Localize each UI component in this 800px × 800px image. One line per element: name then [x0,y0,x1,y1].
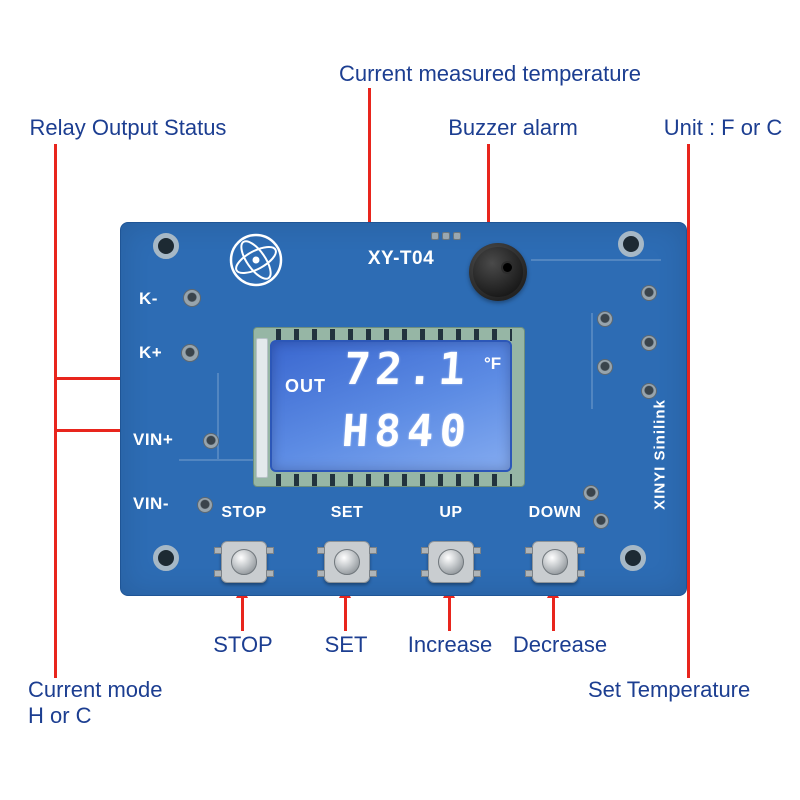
model-number: XY-T04 [367,248,435,269]
label-set-temperature: Set Temperature [588,677,751,702]
button-cap [438,549,464,575]
buzzer [469,243,527,301]
solder-pad [442,232,450,240]
button-leg [369,570,377,577]
mounting-hole [153,233,179,259]
up-button[interactable] [421,541,481,583]
measured-temperature-value: 72.1 [342,344,472,395]
button-leg [421,547,429,554]
terminal-vin-plus: VIN+ [133,430,174,449]
button-leg [577,570,585,577]
terminal-vin-minus: VIN- [133,494,169,513]
callout-line-left-vertical [54,144,57,678]
button-leg [369,547,377,554]
pcb-board: XY-T04 K- K+ VIN+ VIN- OUT 72.1 °F H840 [120,222,687,596]
button-cap [542,549,568,575]
board-label-stop: STOP [221,504,267,521]
button-cap [231,549,257,575]
unit-indicator: °F [484,354,502,373]
label-buzzer-alarm: Buzzer alarm [448,115,578,140]
callout-line-increase [448,595,451,631]
callout-line-buzzer [487,144,490,238]
callout-line-set [344,595,347,631]
buzzer-hole [503,263,512,272]
lcd-metal-clip [256,338,268,478]
callout-line-right-vertical [687,144,690,678]
mounting-hole [620,545,646,571]
button-leg [473,570,481,577]
callout-line-stop [241,595,244,631]
button-leg [317,547,325,554]
solder-pad [453,232,461,240]
button-leg [525,570,533,577]
relay-output-indicator: OUT [285,376,326,396]
button-leg [266,570,274,577]
label-current-mode: Current mode [28,677,163,702]
lcd-module: OUT 72.1 °F H840 [253,327,525,487]
label-stop: STOP [213,632,273,657]
label-increase: Increase [407,632,493,657]
brand-logo-icon [229,233,283,287]
label-unit-f-or-c: Unit : F or C [663,115,783,140]
button-leg [421,570,429,577]
solder-pad [431,232,439,240]
mode-and-set-temperature-value: H840 [340,406,474,457]
solder-pad [583,485,599,501]
solder-pad [597,359,613,375]
board-label-set: SET [330,504,364,521]
solder-pad [597,311,613,327]
trace-line [591,313,593,409]
label-relay-output-status: Relay Output Status [29,115,227,140]
solder-pad [641,383,657,399]
button-leg [317,570,325,577]
button-leg [214,570,222,577]
button-cap [334,549,360,575]
button-leg [577,547,585,554]
solder-pad [183,289,201,307]
solder-pad [203,433,219,449]
terminal-k-plus: K+ [139,343,163,362]
trace-line [531,259,661,261]
mounting-hole [618,231,644,257]
trace-line [179,459,259,461]
callout-line-decrease [552,595,555,631]
solder-pad [641,285,657,301]
label-h-or-c: H or C [28,703,92,728]
lcd-screen: OUT 72.1 °F H840 [270,340,512,472]
label-set: SET [324,632,368,657]
button-leg [266,547,274,554]
down-button[interactable] [525,541,585,583]
solder-pad [593,513,609,529]
mounting-hole [153,545,179,571]
button-leg [525,547,533,554]
terminal-k-minus: K- [139,289,158,308]
label-current-measured-temperature: Current measured temperature [338,61,642,86]
callout-line-measured-temp [368,88,371,354]
lcd-pin-row [276,329,512,341]
solder-pad [197,497,213,513]
trace-line [217,373,219,459]
solder-pad [181,344,199,362]
board-label-up: UP [439,504,463,521]
set-button[interactable] [317,541,377,583]
button-leg [473,547,481,554]
solder-pad [641,335,657,351]
button-leg [214,547,222,554]
label-decrease: Decrease [512,632,608,657]
board-label-down: DOWN [528,504,582,521]
lcd-pin-row [276,474,512,486]
stop-button[interactable] [214,541,274,583]
